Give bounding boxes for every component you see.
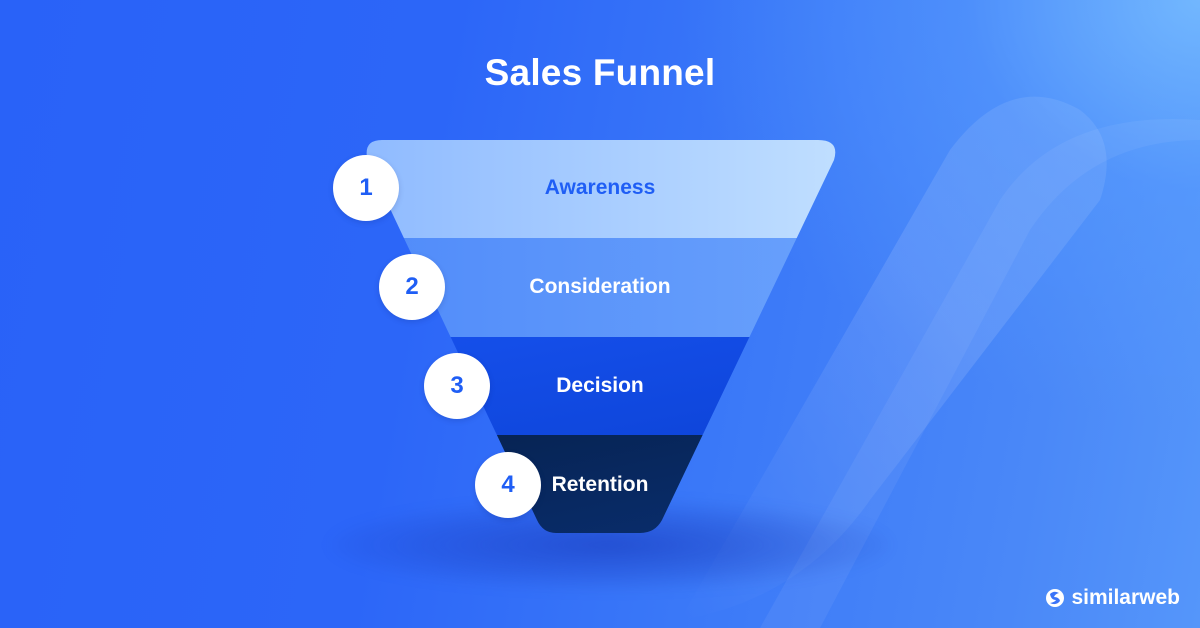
stage-label-decision: Decision bbox=[556, 374, 644, 397]
step-number-2: 2 bbox=[379, 254, 445, 320]
stage-label-awareness: Awareness bbox=[544, 176, 656, 199]
step-number-3: 3 bbox=[424, 353, 490, 419]
brand-name: similarweb bbox=[1071, 586, 1180, 609]
similarweb-logo-icon bbox=[1046, 589, 1065, 607]
similarweb-logo: similarweb bbox=[1045, 586, 1180, 610]
stage-label-consideration: Consideration bbox=[529, 275, 671, 298]
step-number-text: 4 bbox=[501, 471, 515, 498]
step-number-text: 3 bbox=[450, 372, 464, 399]
step-number-1: 1 bbox=[333, 155, 399, 221]
funnel-band-awareness bbox=[366, 140, 836, 238]
step-number-text: 2 bbox=[405, 273, 419, 300]
step-number-text: 1 bbox=[359, 174, 373, 201]
page-title: Sales Funnel bbox=[484, 52, 716, 93]
stage-label-retention: Retention bbox=[551, 473, 649, 496]
step-number-4: 4 bbox=[475, 452, 541, 518]
